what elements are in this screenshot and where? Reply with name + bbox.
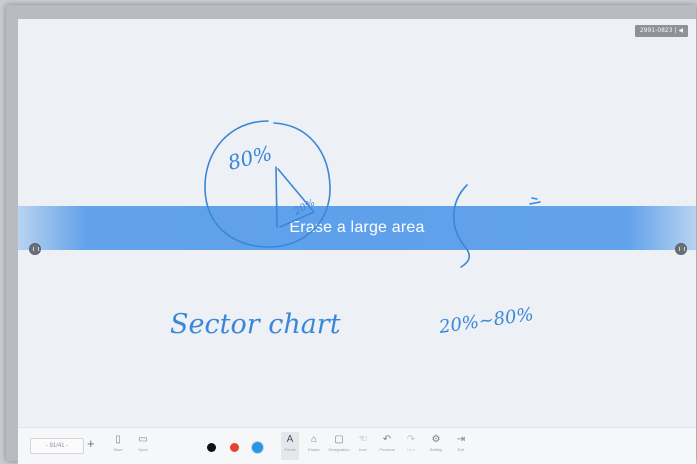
pie-slice-stroke	[275, 166, 315, 228]
setting-button[interactable]: ⚙ Setting	[425, 433, 447, 461]
erase-banner-text: Erase a large area	[289, 219, 425, 236]
redo-icon: ↷	[406, 434, 416, 445]
exit-label: Exit	[457, 447, 465, 452]
color-swatch-red[interactable]	[230, 443, 239, 452]
resize-handle-left-icon[interactable]	[29, 243, 41, 255]
zoom-level-field[interactable]: - 91/41 -	[30, 438, 84, 454]
previous-label: Previous	[379, 447, 395, 452]
bottom-toolbar: - 91/41 - + ▯ Save ▭ Open A Pencil ⌂ Era…	[18, 427, 696, 464]
eraser-tool-button[interactable]: ⌂ Eraser	[303, 433, 325, 461]
open-label: Open	[138, 447, 148, 452]
slice-percent-label: 20%	[291, 197, 317, 218]
save-icon: ▯	[115, 434, 121, 445]
open-button[interactable]: ▭ Open	[132, 433, 154, 461]
undo-icon: ↶	[382, 434, 392, 445]
active-tool-highlight	[281, 432, 299, 460]
next-button[interactable]: ↷ Next	[400, 433, 422, 461]
designation-label: Designation	[328, 447, 350, 452]
folder-icon: ▭	[138, 434, 148, 445]
resize-handle-right-icon[interactable]	[675, 243, 687, 255]
color-swatch-black[interactable]	[207, 443, 216, 452]
eraser-icon: ⌂	[310, 434, 318, 445]
save-button[interactable]: ▯ Save	[107, 433, 129, 461]
pie-percent-label: 80%	[225, 141, 274, 175]
save-label: Save	[113, 447, 123, 452]
sector-chart-label: Sector chart	[170, 309, 341, 340]
exit-icon: ⇥	[456, 434, 466, 445]
meeting-code-badge[interactable]: 2991-0823 | ◀	[634, 25, 688, 37]
handwriting-layer: 80% 20% Sector chart 20%~80%	[170, 120, 541, 340]
icon-label: Icon	[359, 447, 367, 452]
zoom-in-button[interactable]: +	[87, 436, 95, 451]
pencil-tool-button[interactable]: A Pencil	[279, 433, 301, 461]
whiteboard-canvas[interactable]: 2991-0823 | ◀ Erase a large area 80% 20%…	[18, 19, 696, 463]
icon-tool-button[interactable]: ☜ Icon	[352, 433, 374, 461]
bracket-stroke	[453, 184, 471, 268]
setting-label: Setting	[429, 447, 443, 452]
pencil-label: Pencil	[284, 447, 296, 452]
designation-icon: ▢	[334, 434, 344, 445]
color-swatch-blue[interactable]	[252, 442, 263, 453]
designation-tool-button[interactable]: ▢ Designation	[328, 433, 350, 461]
pencil-icon: A	[286, 434, 294, 445]
range-label: 20%~80%	[437, 304, 535, 338]
next-label: Next	[406, 447, 416, 452]
pie-circle-stroke	[204, 120, 331, 248]
dash-stroke	[529, 197, 541, 205]
hand-icon: ☜	[358, 434, 368, 445]
eraser-label: Eraser	[308, 447, 320, 452]
gear-icon: ⚙	[431, 434, 441, 445]
erase-large-area-banner: Erase a large area	[18, 206, 696, 250]
previous-button[interactable]: ↶ Previous	[376, 433, 398, 461]
exit-button[interactable]: ⇥ Exit	[450, 433, 472, 461]
